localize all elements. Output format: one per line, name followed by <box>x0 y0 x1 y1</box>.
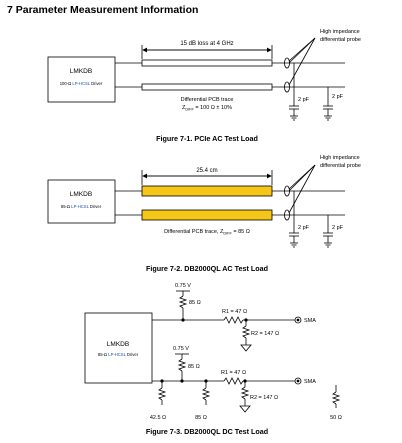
block-title: LMKDB <box>70 191 92 198</box>
loss-label: 15 dB loss at 4 GHz <box>180 41 233 47</box>
probe-label-2: differential probe <box>320 163 361 169</box>
lmkdb-block <box>84 312 153 384</box>
capacitor-2 <box>323 87 333 121</box>
figure-7-3-caption: Figure 7-3. DB2000QL DC Test Load <box>146 427 268 436</box>
section-title: 7 Parameter Measurement Information <box>7 4 199 16</box>
block-title: LMKDB <box>107 341 129 348</box>
impedance-label: ZDIFF = 100 Ω ± 10% <box>182 105 232 112</box>
r-mid-label: 85 Ω <box>195 415 207 421</box>
r-bot-label: 85 Ω <box>188 364 200 370</box>
figure-7-2-caption: Figure 7-2. DB2000QL AC Test Load <box>146 264 268 273</box>
capacitor-1 <box>289 191 299 248</box>
pcb-trace-top <box>141 185 273 197</box>
r2-bot-label: R2 = 147 Ω <box>250 395 278 401</box>
lmkdb-block <box>47 179 116 224</box>
probe-label: High impedance <box>320 155 360 161</box>
r-left-label: 42.5 Ω <box>150 415 166 421</box>
cap1-label: 2 pF <box>298 97 310 103</box>
capacitor-2 <box>323 215 333 248</box>
capacitor-1 <box>289 63 299 121</box>
probe-label-2: differential probe <box>320 37 361 43</box>
figure-7-3: LMKDB 85-Ω LP-HCSL Driver 0.75 V 85 Ω R1… <box>84 283 341 413</box>
pcb-trace-top <box>141 59 273 67</box>
lmkdb-block <box>47 56 116 103</box>
trace-label: Differential PCB trace, ZDIFF = 85 Ω <box>164 229 250 236</box>
length-label: 25.4 cm <box>196 168 217 174</box>
r-top-label: 85 Ω <box>189 300 201 306</box>
block-subtitle: 85-Ω LP-HCSL Driver <box>61 204 102 209</box>
r2-top-label: R2 = 147 Ω <box>251 331 279 337</box>
block-subtitle: 85-Ω LP-HCSL Driver <box>98 352 139 357</box>
figure-7-1: LMKDB 100-Ω LP-HCSL Driver 15 dB loss at… <box>47 29 361 121</box>
v-top-label: 0.75 V <box>175 283 191 289</box>
pcb-trace-bottom <box>141 209 273 221</box>
block-title: LMKDB <box>70 68 92 75</box>
probe-label: High impedance <box>320 29 360 35</box>
cap2-label: 2 pF <box>332 94 344 100</box>
r-right-label: 50 Ω <box>330 415 342 421</box>
figure-7-1-caption: Figure 7-1. PCIe AC Test Load <box>156 134 258 143</box>
cap2-label: 2 pF <box>332 225 344 231</box>
trace-label: Differential PCB trace <box>181 97 234 103</box>
v-bot-label: 0.75 V <box>173 346 189 352</box>
block-subtitle: 100-Ω LP-HCSL Driver <box>60 81 103 86</box>
r1-top-label: R1 = 47 Ω <box>222 309 247 315</box>
sma-bot-label: SMA <box>304 379 316 385</box>
cap1-label: 2 pF <box>298 225 310 231</box>
figure-7-2: LMKDB 85-Ω LP-HCSL Driver 25.4 cm High i… <box>47 155 361 248</box>
pcb-trace-bottom <box>141 83 273 91</box>
sma-top-label: SMA <box>304 318 316 324</box>
r1-bot-label: R1 = 47 Ω <box>221 370 246 376</box>
